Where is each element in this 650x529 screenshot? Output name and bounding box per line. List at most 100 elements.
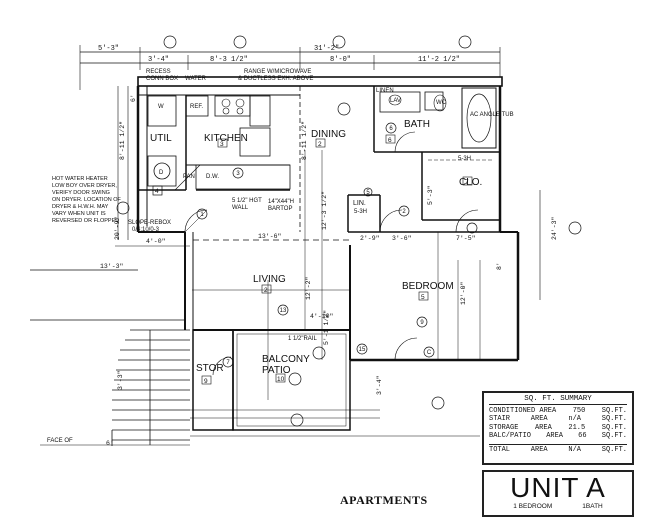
note-tub: AC ANGLE TUB [470, 112, 514, 118]
summary-value: N/A [568, 445, 581, 454]
summary-label: STORAGE [489, 423, 519, 432]
stairs [111, 329, 190, 446]
note-ref: REF. [190, 104, 203, 110]
dim-h-left: 13'-3" [100, 263, 124, 270]
summary-unit: SQ.FT. [601, 423, 627, 432]
note-clo-tag: 5-3H [458, 156, 471, 162]
dim-top-left: 5'-3" [98, 45, 119, 53]
note-slope: SLOPE-REBOX [128, 220, 171, 226]
note-bartop-2: BARTOP [268, 206, 292, 212]
note-wall-2: WALL [232, 205, 249, 211]
note-lav: LAV [390, 98, 401, 104]
room-stor: STOR [196, 363, 224, 374]
dim-v-8: 8' [496, 262, 503, 270]
note-hot-water-5: DRYER & H.W.H. MAY [52, 204, 109, 210]
dim-left-v1: 6' [130, 94, 137, 102]
room-num-bedroom: 5 [421, 294, 425, 301]
tag-2: 2 [402, 209, 406, 215]
summary-mid: AREA [534, 423, 552, 432]
room-num-kitchen: 3 [220, 141, 224, 148]
note-slope-2: 0/4:10/0-3 [132, 227, 160, 233]
dim-h-four: 4'-0" [146, 238, 166, 245]
note-pan: PAN [183, 174, 195, 180]
room-num-dining: 2 [318, 141, 322, 148]
note-hot-water-4: ON DRYER. LOCATION OF [52, 197, 122, 203]
dim-mid-v: 8'-11 1/2" [301, 121, 308, 160]
summary-value: 66 [578, 432, 587, 441]
summary-unit: SQ.FT. [601, 415, 627, 424]
room-util: UTIL [150, 133, 172, 144]
summary-value: n/A [568, 415, 581, 424]
room-num-clo: 7 [465, 179, 469, 186]
tag-3: 3 [236, 171, 240, 177]
tag-9: 9 [420, 320, 424, 326]
note-face-of: FACE OF [47, 438, 73, 444]
room-num-bath: 6 [388, 137, 392, 144]
dim-v-5-3: 5'-3" [427, 185, 434, 205]
tag-6: 6 [389, 126, 393, 132]
tag-13: 13 [280, 308, 287, 314]
wall-top [137, 76, 503, 87]
dim-v-12-3: 12'-3 1/2" [321, 191, 328, 230]
dim-h-3-6: 3'-6" [392, 235, 412, 242]
unit-bedrooms: 1 BEDROOM [513, 503, 553, 510]
note-hot-water-2: LOW BOY OVER DRYER, [52, 183, 117, 189]
room-num-balcony: 10 [277, 376, 285, 383]
summary-label: CONDITIONED AREA [489, 406, 557, 415]
dim-right-v: 24'-3" [551, 216, 558, 240]
note-wall: 5 1/2" HGT [232, 198, 262, 204]
summary-label: TOTAL [489, 445, 511, 454]
dim-top-a: 3'-4" [148, 56, 169, 64]
room-num-living: 2 [264, 287, 268, 294]
dim-top-c: 8'-0" [330, 56, 351, 64]
room-lin: LIN. [353, 200, 366, 207]
room-balcony: BALCONY [262, 354, 310, 365]
note-hot-water-1: HOT WATER HEATER [52, 176, 108, 182]
summary-unit: SQ.FT. [601, 445, 627, 454]
tag-1: 1 [200, 212, 204, 218]
note-lin-tag: 5-3H [354, 209, 367, 215]
note-range: RANGE W/MICROWAVE [244, 69, 311, 75]
summary-unit: SQ.FT. [601, 406, 627, 415]
room-dining: DINING [311, 129, 346, 140]
room-num-stor: 9 [204, 378, 208, 385]
dim-bal-4-10: 4'-10" [310, 313, 334, 320]
dim-h-7-5: 7'-5" [456, 235, 476, 242]
room-living: LIVING [253, 274, 286, 285]
dim-h-6: 6' [106, 440, 114, 447]
unit-subtitle: 1 BEDROOM 1BATH [484, 503, 632, 510]
note-dr: D [159, 170, 164, 176]
note-conn-box: CONN BOX [146, 76, 178, 82]
note-wh: W [158, 104, 164, 110]
sqft-summary-title: SQ. FT. SUMMARY [489, 395, 627, 405]
summary-row-conditioned: CONDITIONED AREA 750 SQ.FT. [489, 407, 627, 416]
dim-left-v2: 8'-11 1/2" [119, 121, 126, 160]
note-linen: LINEN [376, 88, 394, 94]
dim-top-d: 11'-2 1/2" [418, 56, 460, 64]
tag-c: C [427, 350, 432, 356]
unit-name: UNIT A [510, 472, 606, 503]
room-num-util: 4 [155, 188, 159, 195]
dim-h-living: 13'-6" [258, 233, 282, 240]
dim-bal-5: 5'-1 1/2" [323, 310, 330, 345]
note-wc: WC [436, 100, 447, 106]
room-bedroom: BEDROOM [402, 281, 454, 292]
summary-mid: AREA [530, 415, 548, 424]
note-bartop: 14"X44"H [268, 199, 294, 205]
summary-label: BALC/PATIO [489, 432, 532, 441]
dim-top-b: 8'-3 1/2" [210, 56, 248, 64]
unit-title-block: UNIT A 1 BEDROOM 1BATH [482, 470, 634, 517]
room-patio: PATIO [262, 365, 291, 376]
sqft-summary-table: SQ. FT. SUMMARY CONDITIONED AREA 750 SQ.… [482, 391, 634, 465]
summary-row-balcony: BALC/PATIO AREA 66 SQ.FT. [489, 432, 627, 441]
summary-label: STAIR [489, 415, 511, 424]
note-water: WATER [185, 76, 207, 82]
dim-v-12-2: 12'-2" [305, 276, 312, 300]
summary-value: 21.5 [568, 423, 586, 432]
dim-v-12-0: 12'-0" [460, 281, 467, 305]
summary-row-stair: STAIR AREA n/A SQ.FT. [489, 415, 627, 424]
dim-h-2-9: 2'-9" [360, 235, 380, 242]
tag-5: 5 [366, 190, 370, 196]
summary-mid: AREA [546, 432, 563, 441]
